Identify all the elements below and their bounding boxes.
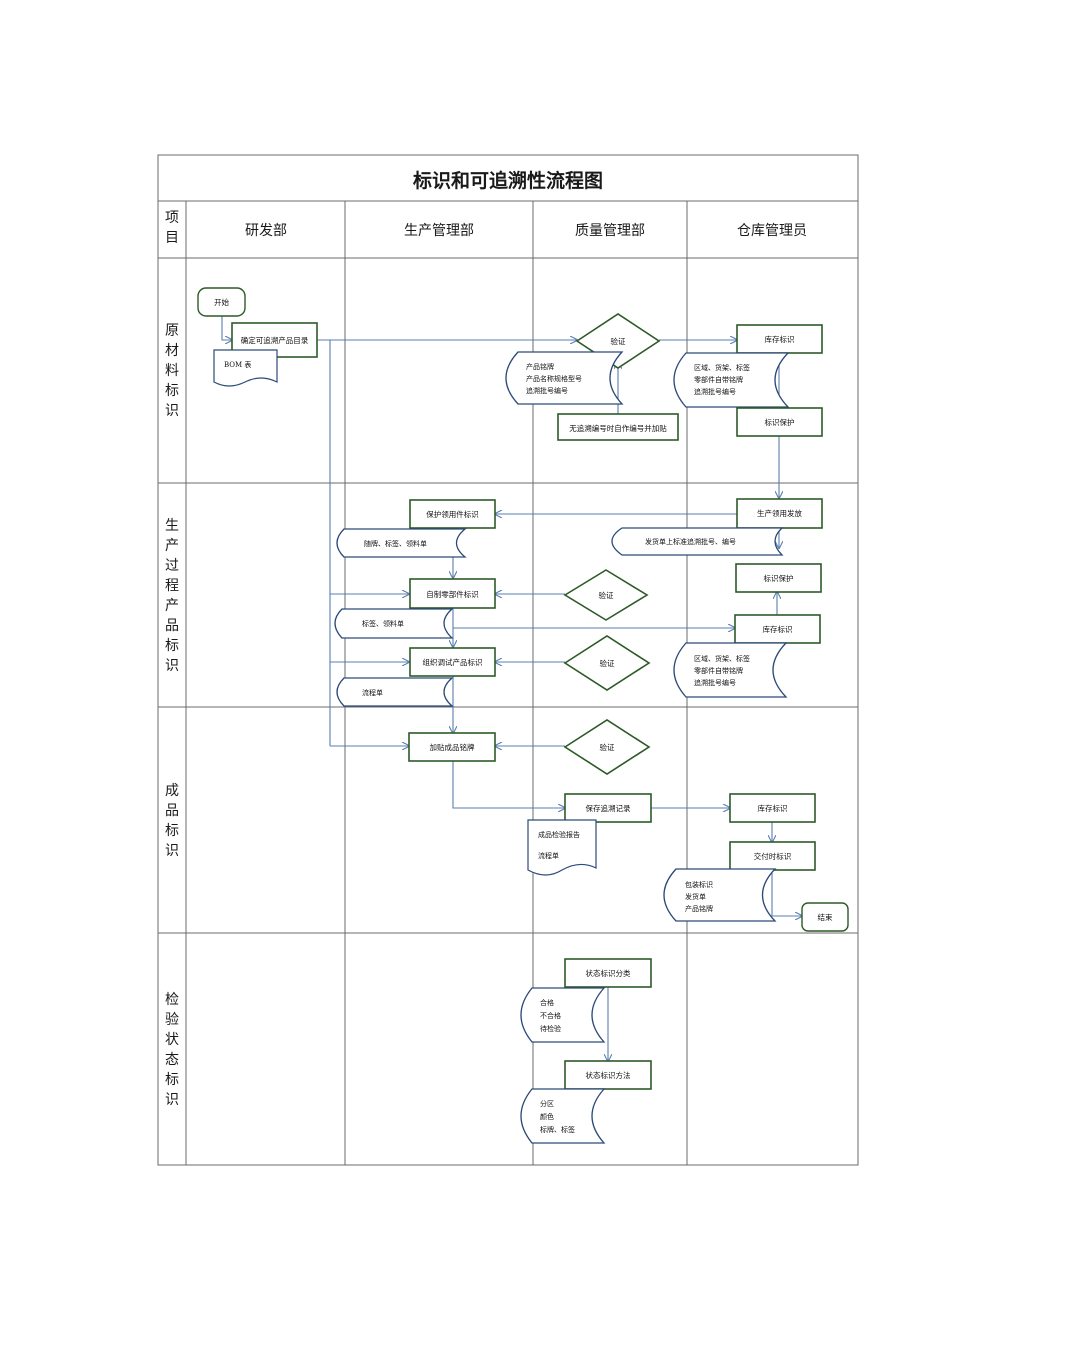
svg-text:BOM 表: BOM 表 [224,360,251,369]
svg-text:区域、货架、标签: 区域、货架、标签 [694,363,750,372]
row-header-process: 生产过程产品标识 [165,518,179,674]
process-sheet-document: 流程单 [336,677,454,707]
status-values-document: 合格 不合格 待检验 [520,987,606,1043]
svg-text:发货单: 发货单 [685,892,706,901]
status-method-box: 状态标识方法 [564,1060,652,1090]
production-issue-box: 生产领用发放 [736,498,823,529]
svg-text:保护领用件标识: 保护领用件标识 [426,509,479,519]
row-header-raw-material: 原材料标识 [165,323,179,419]
svg-text:分区: 分区 [540,1099,554,1108]
start-node: 开始 [197,287,246,317]
shipping-note-document: 发货单上标准追溯批号、编号 [611,527,784,556]
corner-header: 项目 [165,210,179,246]
verify-decision-4: 验证 [563,719,651,775]
column-header-quality: 质量管理部 [575,223,645,239]
svg-text:项目: 项目 [165,210,179,246]
svg-text:追溯批号编号: 追溯批号编号 [694,387,736,396]
chart-title: 标识和可追溯性流程图 [413,169,603,192]
svg-text:待检验: 待检验 [540,1024,561,1033]
svg-text:发货单上标准追溯批号、编号: 发货单上标准追溯批号、编号 [645,537,736,546]
column-header-production: 生产管理部 [404,223,474,239]
svg-text:检验状态标识: 检验状态标识 [165,992,179,1108]
stock-label-box-1: 库存标识 [736,324,823,354]
verify-decision-3: 验证 [563,635,651,691]
svg-text:库存标识: 库存标识 [765,334,795,344]
label-protection-box-2: 标识保护 [735,563,822,593]
tag-requisition-document: 随牌、标签、领料单 [336,528,467,558]
svg-text:成品标识: 成品标识 [165,783,179,859]
delivery-label-box: 交付时标识 [729,841,816,871]
verify-decision-2: 验证 [563,569,649,621]
inspection-report-document: 成品检验报告 流程单 [527,819,597,876]
svg-text:原材料标识: 原材料标识 [165,323,179,419]
svg-text:无追溯编号时自作编号并加贴: 无追溯编号时自作编号并加贴 [569,423,667,433]
svg-text:库存标识: 库存标识 [763,624,793,634]
package-label-document: 包装标识 发货单 产品铭牌 [663,868,777,922]
no-trace-number-note: 无追溯编号时自作编号并加贴 [557,413,679,441]
svg-text:标签、领料单: 标签、领料单 [362,619,404,628]
svg-text:随牌、标签、领料单: 随牌、标签、领料单 [364,539,427,548]
svg-text:验证: 验证 [611,336,626,346]
label-protection-box-1: 标识保护 [736,407,823,437]
method-values-document: 分区 颜色 标牌、标签 [520,1088,606,1144]
svg-text:标识保护: 标识保护 [765,417,795,427]
svg-text:组织调试产品标识: 组织调试产品标识 [423,657,483,667]
stock-label-box-2: 库存标识 [734,614,821,644]
bom-document: BOM 表 [213,349,278,387]
svg-text:加贴成品铭牌: 加贴成品铭牌 [430,742,475,752]
svg-text:颜色: 颜色 [540,1112,554,1121]
stock-label-box-3: 库存标识 [729,793,816,823]
svg-text:零部件自带铭牌: 零部件自带铭牌 [694,375,743,384]
svg-text:产品铭牌: 产品铭牌 [685,904,713,913]
end-node: 结束 [801,902,849,932]
svg-text:验证: 验证 [599,590,614,600]
column-header-warehouse: 仓库管理员 [737,223,807,239]
svg-text:自制零部件标识: 自制零部件标识 [426,589,479,599]
product-doc-line-3: 追溯批号编号 [526,386,568,395]
svg-text:不合格: 不合格 [540,1011,561,1020]
svg-text:确定可追溯产品目录: 确定可追溯产品目录 [241,335,309,345]
svg-text:交付时标识: 交付时标识 [754,851,792,861]
svg-text:保存追溯记录: 保存追溯记录 [586,803,631,813]
svg-text:生产领用发放: 生产领用发放 [757,508,802,518]
svg-text:开始: 开始 [214,297,229,307]
status-classification-box: 状态标识分类 [564,958,652,988]
svg-text:验证: 验证 [600,658,615,668]
svg-text:标牌、标签: 标牌、标签 [540,1125,575,1134]
svg-text:包装标识: 包装标识 [685,880,713,889]
self-made-parts-label-box: 自制零部件标识 [409,578,496,609]
keep-trace-record-box: 保存追溯记录 [564,793,652,823]
protect-issued-parts-box: 保护领用件标识 [409,499,496,529]
svg-text:追溯批号编号: 追溯批号编号 [694,678,736,687]
product-doc-line-1: 产品铭牌 [526,362,554,371]
assembly-test-label-box: 组织调试产品标识 [409,647,496,677]
row-header-finished: 成品标识 [165,783,179,859]
svg-text:状态标识方法: 状态标识方法 [586,1070,631,1080]
product-doc-line-2: 产品名称规格型号 [526,374,582,383]
row-header-status: 检验状态标识 [165,992,179,1108]
svg-text:成品检验报告: 成品检验报告 [538,830,580,839]
area-shelf-document-1: 区域、货架、标签 零部件自带铭牌 追溯批号编号 [673,352,790,408]
svg-text:合格: 合格 [540,998,554,1007]
connectors [221,316,802,1061]
product-nameplate-document: 产品铭牌 产品名称规格型号 追溯批号编号 [505,351,624,405]
area-shelf-document-2: 区域、货架、标签 零部件自带铭牌 追溯批号编号 [673,642,788,698]
svg-text:标识保护: 标识保护 [764,573,794,583]
svg-text:流程单: 流程单 [538,851,559,860]
svg-text:区域、货架、标签: 区域、货架、标签 [694,654,750,663]
svg-text:生产过程产品标识: 生产过程产品标识 [165,518,179,674]
svg-text:验证: 验证 [600,742,615,752]
finished-nameplate-box: 加贴成品铭牌 [408,732,496,762]
column-header-rd: 研发部 [245,223,287,239]
svg-text:库存标识: 库存标识 [758,803,788,813]
svg-text:状态标识分类: 状态标识分类 [586,968,631,978]
label-requisition-document: 标签、领料单 [334,608,454,639]
svg-text:零部件自带铭牌: 零部件自带铭牌 [694,666,743,675]
svg-text:结束: 结束 [818,912,833,922]
svg-text:流程单: 流程单 [362,688,383,697]
